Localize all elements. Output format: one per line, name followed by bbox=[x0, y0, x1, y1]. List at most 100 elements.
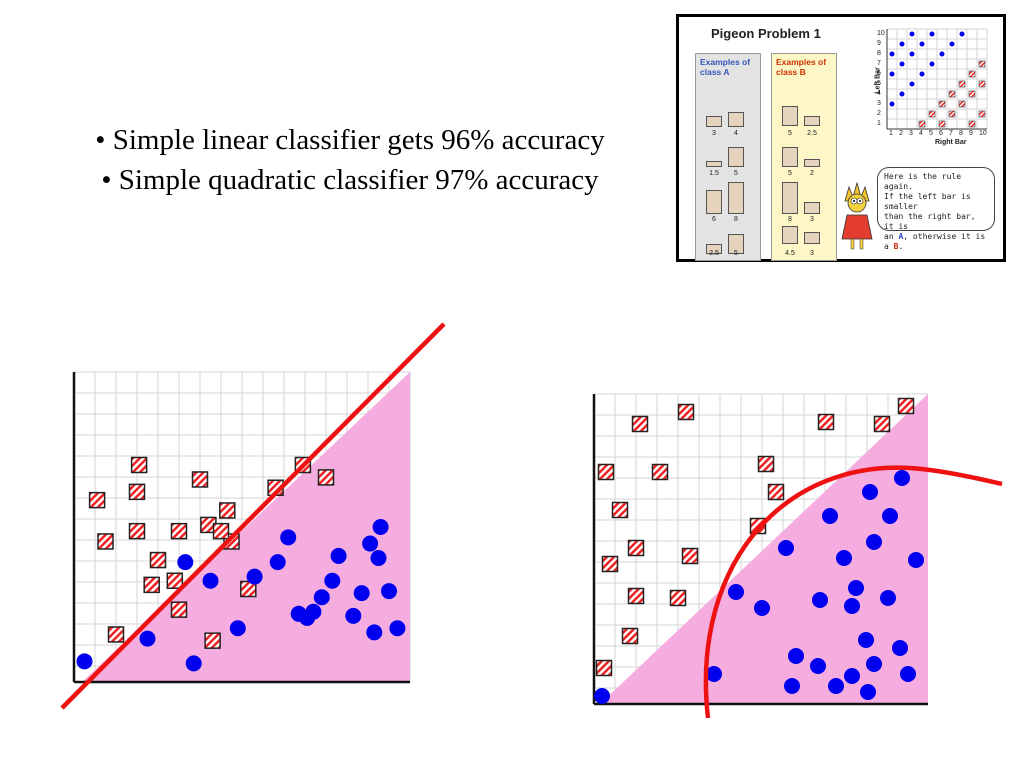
class-a-ex4-left-value: 2.5 bbox=[709, 250, 719, 257]
class-a-ex1-right-value: 4 bbox=[734, 130, 738, 137]
mini-x-tick: 4 bbox=[919, 130, 923, 137]
mini-class-a-square bbox=[958, 100, 966, 108]
linear-decision-boundary bbox=[60, 322, 446, 710]
mini-y-tick: 4 bbox=[877, 90, 881, 97]
class-a-circle bbox=[345, 607, 362, 624]
mini-y-tick: 5 bbox=[877, 80, 881, 87]
class-a-circle bbox=[313, 589, 330, 606]
mini-class-b-circle bbox=[909, 31, 915, 37]
class-a-circle bbox=[810, 658, 826, 674]
class-b-square bbox=[817, 413, 835, 431]
class-b-square bbox=[191, 471, 209, 488]
mini-y-tick: 3 bbox=[877, 100, 881, 107]
class-b-ex1-right-value: 2.5 bbox=[807, 130, 817, 137]
class-a-circle bbox=[844, 598, 860, 614]
class-b-square bbox=[631, 415, 649, 433]
class-b-ex3-left-bar bbox=[782, 182, 798, 214]
mini-class-b-circle bbox=[889, 51, 895, 57]
class-a-panel: Examples of class A 3 4 1.5 5 6 8 2.5 5 bbox=[695, 53, 761, 261]
class-a-ex4-right-bar bbox=[728, 234, 744, 254]
class-a-ex2-left-value: 1.5 bbox=[709, 170, 719, 177]
class-a-circle bbox=[862, 484, 878, 500]
class-a-circle bbox=[892, 640, 908, 656]
class-b-square bbox=[170, 601, 188, 618]
class-b-ex4-left-bar bbox=[782, 226, 798, 244]
class-b-square bbox=[219, 502, 236, 519]
class-b-ex2-right-bar bbox=[804, 159, 820, 167]
class-a-circle bbox=[706, 666, 722, 682]
class-a-circle bbox=[366, 624, 383, 641]
mini-class-a-square bbox=[978, 110, 986, 118]
mini-class-a-square bbox=[918, 120, 926, 128]
class-b-square bbox=[601, 555, 619, 573]
class-a-circle bbox=[353, 585, 370, 602]
class-b-square bbox=[669, 589, 687, 607]
class-a-circle bbox=[822, 508, 838, 524]
class-b-square bbox=[897, 397, 915, 415]
class-a-circle bbox=[76, 653, 93, 670]
class-b-panel: Examples of class B 5 2.5 5 2 8 3 4.5 3 bbox=[771, 53, 837, 261]
class-a-circle bbox=[844, 668, 860, 684]
mini-x-tick: 10 bbox=[979, 130, 987, 137]
class-b-square bbox=[149, 551, 167, 569]
mini-class-b-circle bbox=[889, 101, 895, 107]
class-a-ex4-left-bar bbox=[706, 244, 722, 254]
speech-class-b: B bbox=[893, 242, 899, 251]
class-a-circle bbox=[894, 470, 910, 486]
mini-y-tick: 1 bbox=[877, 120, 881, 127]
mini-class-b-circle bbox=[939, 51, 945, 57]
mini-x-tick: 8 bbox=[959, 130, 963, 137]
class-b-ex3-right-bar bbox=[804, 202, 820, 214]
mini-class-a-square bbox=[928, 110, 936, 118]
class-a-ex2-right-value: 5 bbox=[734, 170, 738, 177]
class-a-circle bbox=[848, 580, 864, 596]
class-b-square bbox=[681, 547, 699, 565]
class-b-square bbox=[317, 469, 335, 486]
class-b-square bbox=[107, 626, 125, 643]
class-b-square bbox=[88, 491, 106, 509]
class-a-circle bbox=[280, 529, 297, 546]
class-a-ex1-left-bar bbox=[706, 116, 722, 127]
mini-class-b-circle bbox=[949, 41, 955, 47]
class-a-circle bbox=[858, 632, 874, 648]
speech-line-2: If the left bar is smaller bbox=[884, 192, 971, 211]
class-b-square bbox=[595, 659, 613, 677]
class-b-ex3-left-value: 8 bbox=[788, 216, 792, 223]
class-a-circle bbox=[866, 534, 882, 550]
speech-line-1: Here is the rule again. bbox=[884, 172, 962, 191]
class-b-square bbox=[128, 522, 146, 540]
class-a-circle bbox=[246, 568, 263, 585]
bullet-linear-accuracy: • Simple linear classifier gets 96% accu… bbox=[95, 124, 605, 156]
class-a-circle bbox=[269, 554, 286, 571]
class-b-square bbox=[212, 522, 230, 540]
class-a-circle bbox=[754, 600, 770, 616]
class-a-circle bbox=[362, 535, 379, 552]
class-a-ex2-left-bar bbox=[706, 161, 722, 167]
mini-class-a-square bbox=[938, 120, 946, 128]
class-b-ex1-right-bar bbox=[804, 116, 820, 126]
mini-x-tick: 6 bbox=[939, 130, 943, 137]
class-a-circle bbox=[908, 552, 924, 568]
mini-y-tick: 6 bbox=[877, 70, 881, 77]
mini-class-b-circle bbox=[909, 51, 915, 57]
speech-class-a: A bbox=[898, 232, 904, 241]
class-a-circle bbox=[185, 655, 202, 672]
class-b-square bbox=[621, 627, 639, 645]
mini-y-tick: 2 bbox=[877, 110, 881, 117]
class-b-square bbox=[143, 576, 160, 594]
mini-class-a-square bbox=[948, 110, 956, 118]
mini-class-b-circle bbox=[919, 41, 925, 47]
class-b-square bbox=[757, 455, 775, 473]
mini-class-b-circle bbox=[919, 71, 925, 77]
speech-period: . bbox=[898, 242, 904, 251]
class-b-square bbox=[97, 533, 114, 550]
pigeon-problem-inset: Pigeon Problem 1 Examples of class A 3 4… bbox=[676, 14, 1006, 262]
mini-class-a-square bbox=[968, 120, 976, 128]
class-a-circle bbox=[389, 620, 406, 637]
class-a-ex3-left-bar bbox=[706, 190, 722, 214]
linear-classifier-plot bbox=[60, 322, 446, 710]
class-a-circle bbox=[594, 688, 610, 704]
class-a-circle bbox=[882, 508, 898, 524]
class-a-circle bbox=[372, 519, 389, 535]
